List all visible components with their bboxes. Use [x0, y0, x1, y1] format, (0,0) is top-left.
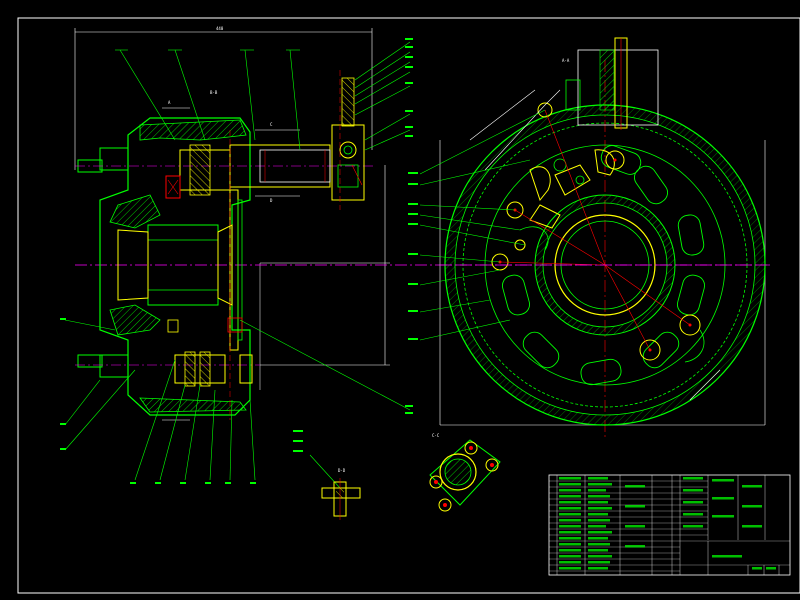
section-view-aa: A-A — [408, 37, 770, 440]
cut-mark-c: C — [270, 122, 273, 127]
cut-mark-d: D — [270, 198, 273, 203]
title-block — [548, 474, 791, 576]
section-label-dd: D-D — [338, 468, 346, 473]
section-label-bb: B-B — [210, 90, 218, 95]
outer-border — [17, 17, 800, 594]
section-label-cc: C-C — [432, 433, 440, 438]
section-view-bb: 440 — [60, 26, 770, 484]
section-view-cc: C-C — [429, 433, 501, 512]
section-label-aa: A-A — [562, 58, 570, 63]
cut-mark-a: A — [168, 100, 171, 105]
drawing-frame — [17, 17, 800, 594]
svg-text:440: 440 — [216, 26, 224, 31]
section-view-dd: D-D — [293, 430, 361, 520]
